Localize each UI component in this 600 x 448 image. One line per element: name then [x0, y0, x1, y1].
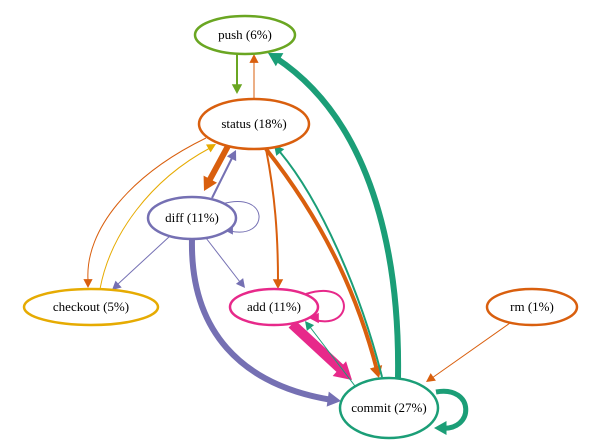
- edge-status-to-checkout: [83, 137, 207, 288]
- edge-line: [288, 320, 349, 377]
- edge-commit-to-commit: [434, 388, 469, 435]
- edge-diff-to-status: [211, 150, 237, 199]
- edge-arrowhead: [305, 321, 315, 331]
- node-add-label: add (11%): [247, 299, 301, 314]
- edge-arrowhead: [272, 279, 284, 289]
- edge-add-to-add: [305, 289, 345, 324]
- edge-arrowhead: [231, 84, 243, 94]
- node-push[interactable]: push (6%): [193, 14, 297, 56]
- edge-arrowhead: [268, 53, 284, 67]
- edge-arrowhead: [426, 373, 436, 382]
- edge-arrowhead: [434, 421, 447, 435]
- edge-line: [188, 238, 333, 403]
- node-commit[interactable]: commit (27%): [338, 376, 440, 440]
- edge-diff-to-checkout: [112, 235, 171, 290]
- node-push-label: push (6%): [218, 27, 272, 42]
- edge-arrowhead: [83, 279, 93, 288]
- edge-arrowhead: [309, 312, 319, 324]
- node-add[interactable]: add (11%): [228, 287, 320, 327]
- node-diff-label: diff (11%): [165, 210, 219, 225]
- edge-line: [431, 322, 511, 379]
- node-status-label: status (18%): [221, 116, 286, 131]
- edge-line: [265, 148, 279, 282]
- edge-line: [274, 55, 402, 379]
- edge-line: [99, 147, 211, 290]
- edge-diff-to-commit: [188, 238, 341, 407]
- nodes-layer: push (6%) status (18%) diff (11%) checko…: [22, 14, 579, 440]
- edge-arrowhead: [203, 175, 218, 191]
- node-checkout[interactable]: checkout (5%): [22, 287, 160, 327]
- edge-rm-to-commit: [426, 322, 511, 382]
- node-status[interactable]: status (18%): [197, 97, 311, 151]
- edge-arrowhead: [112, 280, 122, 290]
- edge-arrowhead: [235, 278, 245, 288]
- edge-line: [305, 289, 345, 323]
- edge-checkout-to-status: [99, 144, 216, 290]
- edge-line: [435, 388, 469, 431]
- edge-arrowhead: [326, 391, 341, 407]
- node-checkout-label: checkout (5%): [53, 299, 129, 314]
- edge-line: [211, 157, 233, 199]
- node-diff[interactable]: diff (11%): [146, 195, 238, 241]
- edge-line: [279, 151, 383, 378]
- edge-status-to-add: [265, 148, 284, 289]
- edges-layer: [83, 53, 511, 435]
- edge-arrowhead: [226, 150, 237, 162]
- edge-commit-to-push: [268, 53, 402, 379]
- edge-line: [117, 235, 171, 285]
- edge-line: [205, 237, 241, 283]
- node-rm[interactable]: rm (1%): [485, 287, 579, 327]
- edge-status-to-push: [249, 54, 259, 99]
- node-commit-label: commit (27%): [351, 400, 426, 415]
- edge-status-to-diff: [203, 144, 231, 191]
- edge-commit-to-add: [305, 321, 356, 387]
- edge-line: [309, 326, 356, 387]
- edge-line: [221, 201, 260, 233]
- edge-arrowhead: [205, 144, 216, 153]
- node-rm-label: rm (1%): [510, 299, 554, 314]
- edge-diff-to-add: [205, 237, 245, 288]
- edge-arrowhead: [249, 54, 259, 63]
- edge-push-to-status: [231, 54, 243, 94]
- edge-line: [205, 144, 231, 185]
- edge-line: [87, 137, 207, 281]
- edge-line: [264, 147, 379, 371]
